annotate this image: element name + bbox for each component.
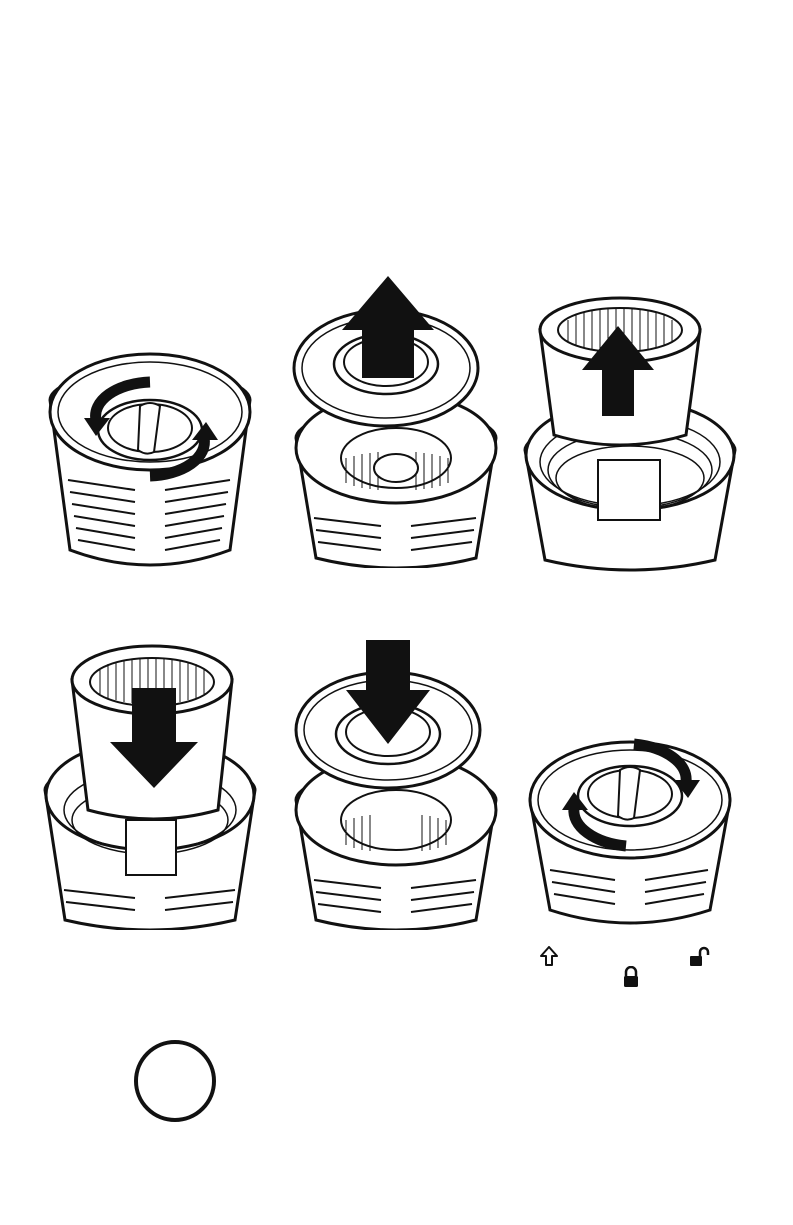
step-marker-circle: [134, 1040, 216, 1122]
step-4-illustration: [30, 630, 270, 930]
step-1-unlock-lid: [30, 280, 270, 580]
step-5-place-lid: [276, 630, 516, 930]
step-6-illustration: [510, 700, 750, 940]
step-4-insert-filter: [30, 630, 270, 930]
unlock-icon: [688, 946, 710, 968]
step-5-illustration: [276, 630, 516, 930]
arrow-up-icon: [540, 946, 558, 966]
step-3-lift-filter: [510, 290, 750, 590]
step-2-lift-lid: [276, 268, 516, 568]
step-1-illustration: [30, 280, 270, 580]
step-3-illustration: [510, 290, 750, 590]
step-2-illustration: [276, 268, 516, 568]
lock-icon: [622, 966, 640, 988]
